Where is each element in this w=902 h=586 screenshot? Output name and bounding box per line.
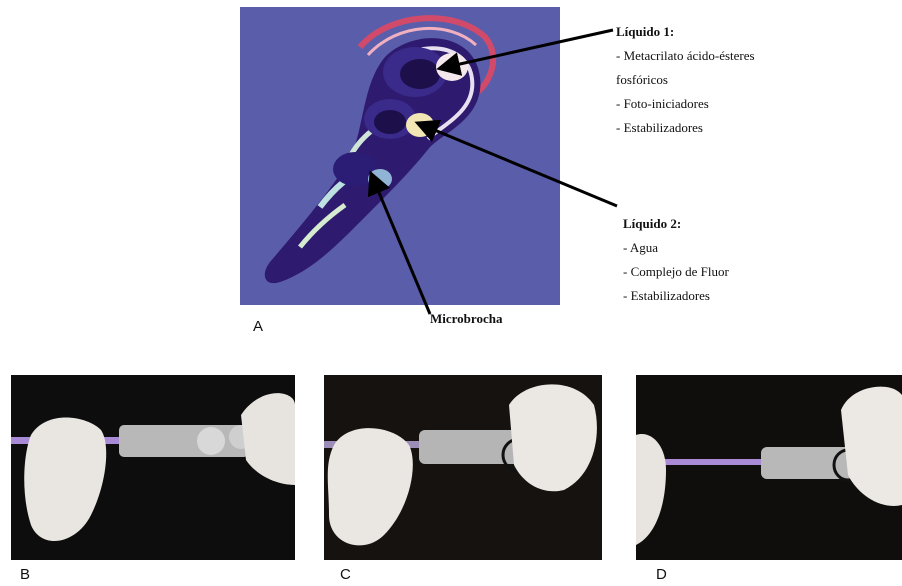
liquid2-title: Líquido 2:: [623, 212, 729, 236]
microbrush-label: Microbrocha: [430, 311, 502, 327]
liquid1-item: - Foto-iniciadores: [616, 92, 755, 116]
photo-d: [636, 375, 902, 560]
liquid1-item: - Metacrilato ácido-ésteres: [616, 44, 755, 68]
liquid1-title: Líquido 1:: [616, 20, 755, 44]
photo-c: [324, 375, 602, 560]
liquid1-label: Líquido 1: - Metacrilato ácido-ésteres f…: [616, 20, 755, 140]
liquid2-item: - Estabilizadores: [623, 284, 729, 308]
liquid2-label: Líquido 2: - Agua - Complejo de Fluor - …: [623, 212, 729, 308]
photo-b: [11, 375, 295, 560]
liquid2-item: - Complejo de Fluor: [623, 260, 729, 284]
liquid1-item: fosfóricos: [616, 68, 755, 92]
panel-letter-c: C: [340, 566, 351, 583]
liquid2-item: - Agua: [623, 236, 729, 260]
panel-letter-a: A: [253, 318, 263, 335]
liquid1-item: - Estabilizadores: [616, 116, 755, 140]
panel-letter-d: D: [656, 566, 667, 583]
blister-capsule-image: [240, 7, 560, 305]
panel-letter-b: B: [20, 566, 30, 583]
